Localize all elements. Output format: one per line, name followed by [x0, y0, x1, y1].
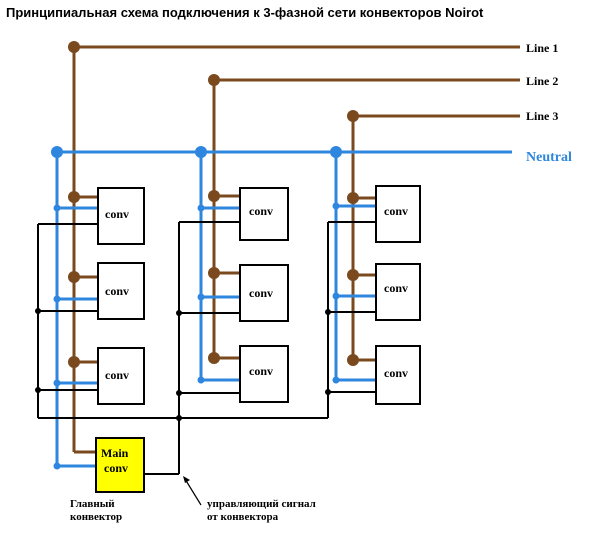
junction-dot: [197, 293, 205, 301]
neutral-label: Neutral: [526, 150, 572, 165]
junction-dot: [68, 191, 80, 203]
converter-label: conv: [249, 204, 273, 218]
signal-note-line2: от конвектора: [207, 511, 279, 523]
converter-box: [239, 345, 289, 403]
main-converter-box: [95, 437, 145, 493]
converter-label: conv: [105, 207, 129, 221]
line-1-label: Line 1: [526, 41, 558, 55]
signal-arrow-line: [184, 478, 202, 506]
junction-dot: [68, 356, 80, 368]
converter-box: [239, 187, 289, 241]
control-wiring: [37, 221, 376, 475]
junction-dot: [35, 387, 41, 393]
signal-arrow: [183, 476, 202, 506]
converter-box: [375, 185, 421, 243]
converters: [97, 185, 421, 405]
control-junctions: [35, 308, 331, 421]
neutral-junctions: [51, 146, 342, 470]
junction-dot: [197, 376, 205, 384]
converter-box: [375, 263, 421, 321]
junction-dot: [347, 354, 359, 366]
converter-label: conv: [384, 281, 408, 295]
converter-box: [97, 347, 145, 405]
junction-dot: [53, 462, 61, 470]
phase-wiring: [72, 45, 520, 454]
junction-dot: [325, 309, 331, 315]
signal-arrow-head: [183, 476, 190, 483]
junction-dot: [208, 352, 220, 364]
line-3-junction-dot: [347, 110, 359, 122]
line-3-label: Line 3: [526, 109, 558, 123]
line-1-junction-dot: [68, 41, 80, 53]
junction-dot: [197, 204, 205, 212]
junction-dot: [347, 192, 359, 204]
main-converter-label-line2: conv: [104, 461, 128, 475]
junction-dot: [208, 267, 220, 279]
junction-dot: [176, 390, 182, 396]
junction-dot: [53, 379, 61, 387]
main-converter-note-line1: Главный: [70, 498, 115, 510]
neutral-junction-dot: [195, 146, 207, 158]
junction-dot: [53, 204, 61, 212]
signal-note-line1: управляющий сигнал: [207, 498, 316, 510]
converter-label: conv: [384, 204, 408, 218]
junction-dot: [332, 202, 340, 210]
junction-dot: [208, 190, 220, 202]
junction-dot: [332, 376, 340, 384]
line-2-junction-dot: [208, 74, 220, 86]
converter-labels: conv conv conv conv conv conv conv conv …: [105, 204, 408, 382]
converter-box: [97, 262, 145, 320]
junction-dot: [176, 310, 182, 316]
phase-junctions: [68, 41, 359, 368]
diagram-title: Принципиальная схема подключения к 3-фаз…: [6, 5, 484, 20]
neutral-wiring: [55, 150, 512, 468]
converter-box: [239, 264, 289, 322]
line-2-label: Line 2: [526, 74, 558, 88]
converter-label: conv: [105, 368, 129, 382]
junction-dot: [176, 415, 182, 421]
junction-dot: [68, 271, 80, 283]
junction-dot: [347, 269, 359, 281]
junction-dot: [325, 389, 331, 395]
converter-box: [375, 345, 421, 405]
junction-dot: [53, 295, 61, 303]
converter-box: [97, 187, 145, 245]
converter-label: conv: [384, 366, 408, 380]
main-converter-note-line2: конвектор: [70, 511, 122, 523]
converter-label: conv: [249, 286, 273, 300]
neutral-junction-dot: [51, 146, 63, 158]
neutral-junction-dot: [330, 146, 342, 158]
converter-label: conv: [249, 364, 273, 378]
converter-label: conv: [105, 284, 129, 298]
main-converter-label-line1: Main: [101, 446, 129, 460]
junction-dot: [35, 308, 41, 314]
junction-dot: [332, 292, 340, 300]
